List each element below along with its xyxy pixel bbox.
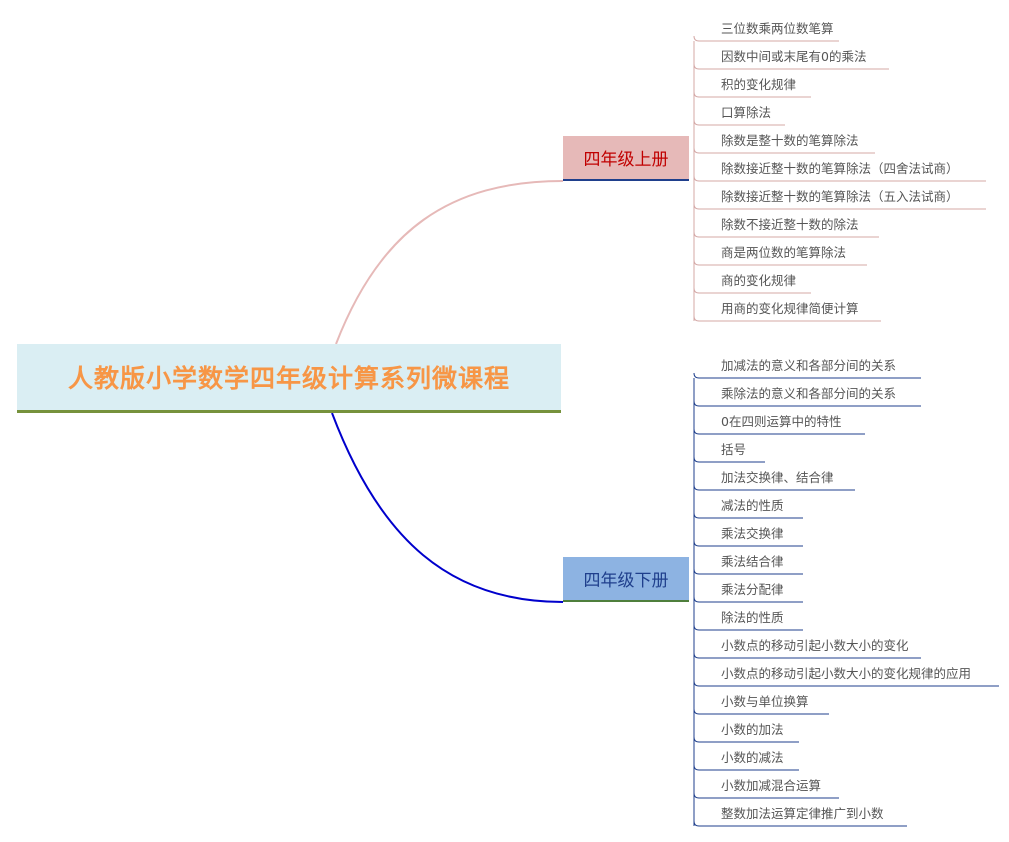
branch-grade4-upper[interactable]: 四年级上册 [563,136,689,181]
leaf-connectors-lower [693,372,999,827]
leaf-underline [693,708,829,715]
root-title: 人教版小学数学四年级计算系列微课程 [67,364,510,393]
leaf-underline [693,456,765,463]
leaf-topic-lower-8[interactable]: 乘法结合律 [721,554,784,569]
leaf-underline [693,792,839,799]
leaf-underline [693,147,875,154]
leaf-topic-lower-16[interactable]: 小数加减混合运算 [721,778,822,793]
leaf-topic-lower-3[interactable]: 0在四则运算中的特性 [721,414,842,429]
leaf-underline [693,484,855,491]
leaf-topic-lower-7[interactable]: 乘法交换律 [721,526,784,541]
leaf-underline [693,259,867,266]
leaf-topic-lower-11[interactable]: 小数点的移动引起小数大小的变化 [721,638,909,653]
leaf-underline [693,736,799,743]
leaf-underline [693,652,921,659]
leaf-topic-lower-10[interactable]: 除法的性质 [721,610,784,625]
leaf-topic-lower-4[interactable]: 括号 [721,442,747,457]
leaf-underline [693,400,921,407]
leaf-underline [693,624,803,631]
leaf-topic-upper-3[interactable]: 积的变化规律 [721,77,797,92]
leaf-topic-lower-6[interactable]: 减法的性质 [721,498,784,513]
leaf-underline [693,820,907,827]
leaf-topic-lower-12[interactable]: 小数点的移动引起小数大小的变化规律的应用 [721,666,972,681]
leaf-underline [693,596,803,603]
leaf-topic-lower-5[interactable]: 加法交换律、结合律 [721,470,834,485]
leaf-topic-upper-1[interactable]: 三位数乘两位数笔算 [721,21,834,36]
leaf-topic-upper-2[interactable]: 因数中间或末尾有0的乘法 [721,49,867,64]
leaf-underline [693,764,799,771]
branch-label: 四年级下册 [583,571,669,591]
connector-root-to-upper [335,180,564,345]
leaf-underline [693,512,803,519]
leaf-topic-lower-15[interactable]: 小数的减法 [721,750,784,765]
leaf-underline [693,372,921,379]
leaf-topic-upper-9[interactable]: 商是两位数的笔算除法 [721,245,847,260]
leaf-underline [693,540,803,547]
leaf-topic-lower-2[interactable]: 乘除法的意义和各部分间的关系 [721,386,897,401]
leaf-topic-lower-13[interactable]: 小数与单位换算 [721,694,809,709]
root-topic[interactable]: 人教版小学数学四年级计算系列微课程 [17,344,561,413]
leaf-topic-upper-4[interactable]: 口算除法 [721,105,772,120]
leaf-underline [693,315,881,322]
leaf-topic-lower-17[interactable]: 整数加法运算定律推广到小数 [721,806,884,821]
branch-grade4-lower[interactable]: 四年级下册 [563,557,689,602]
leaf-topic-upper-10[interactable]: 商的变化规律 [721,273,797,288]
leaf-underline [693,428,865,435]
connector-root-to-lower [331,412,564,603]
leaf-underline [693,119,785,126]
leaf-underline [693,287,811,294]
leaf-topic-lower-1[interactable]: 加减法的意义和各部分间的关系 [721,358,897,373]
leaf-underline [693,231,879,238]
leaf-underline [693,203,986,210]
leaf-underline [693,680,999,687]
leaf-underline [693,568,803,575]
leaf-topic-lower-9[interactable]: 乘法分配律 [721,582,784,597]
leaf-topic-upper-5[interactable]: 除数是整十数的笔算除法 [721,133,859,148]
leaf-underline [693,175,986,182]
leaf-topic-upper-7[interactable]: 除数接近整十数的笔算除法（五入法试商） [721,189,959,204]
leaf-topic-lower-14[interactable]: 小数的加法 [721,722,784,737]
leaf-underline [693,63,889,70]
leaf-topic-upper-11[interactable]: 用商的变化规律简便计算 [721,301,859,316]
leaf-topic-upper-8[interactable]: 除数不接近整十数的除法 [721,217,859,232]
leaf-underline [693,35,839,42]
leaf-underline [693,91,811,98]
leaf-connectors-upper [693,35,986,322]
branch-label: 四年级上册 [583,150,669,170]
leaf-topic-upper-6[interactable]: 除数接近整十数的笔算除法（四舍法试商） [721,161,959,176]
